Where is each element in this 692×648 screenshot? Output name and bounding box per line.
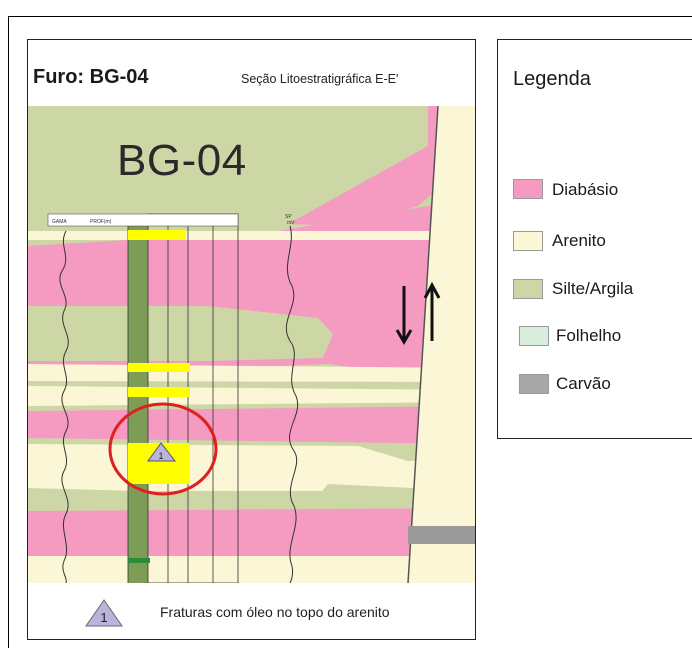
well-big-label: BG-04	[117, 136, 247, 185]
cross-section-diagram: GAMA PROF(m) SP mV 1	[28, 106, 475, 583]
fault-arrow-up	[423, 281, 441, 341]
diabasio-upper-right	[288, 106, 475, 226]
footnote-marker-icon: 1	[85, 599, 123, 627]
outer-frame	[8, 16, 692, 648]
legend-label-folhelho: Folhelho	[556, 326, 622, 345]
track-header-mv: mV	[287, 220, 295, 226]
fault-line	[407, 106, 439, 583]
silte-lower	[28, 491, 475, 511]
legend-swatch-diabasio	[513, 179, 543, 199]
carvao-bed	[408, 526, 475, 544]
sp-log-curve	[285, 225, 299, 583]
yellow-band-mid-1	[128, 363, 190, 372]
arenito-bottom	[28, 556, 475, 583]
svg-text:1: 1	[100, 610, 107, 625]
legend-swatch-silte	[513, 279, 543, 299]
fault-block-arenito	[408, 106, 475, 583]
green-dark-tick	[128, 558, 150, 563]
well-title: Furo: BG-04	[33, 66, 149, 88]
legend-swatch-carvao	[519, 374, 549, 394]
track-header-sp: SP	[285, 214, 292, 220]
yellow-band-mid-2	[128, 387, 190, 397]
track-header-prof: PROF(m)	[90, 219, 112, 225]
well-column-green	[128, 214, 148, 583]
legend-swatch-arenito	[513, 231, 543, 251]
legend-title: Legenda	[513, 68, 591, 90]
legend-label-arenito: Arenito	[552, 231, 606, 250]
track-header-row	[47, 213, 239, 227]
section-subtitle: Seção Litoestratigráfica E-E'	[241, 72, 399, 86]
silte-wedge	[28, 306, 333, 361]
fracture-marker-number: 1	[158, 451, 163, 461]
legend-label-silte: Silte/Argila	[552, 279, 634, 298]
diabasio-bottom	[28, 508, 475, 556]
track-header-gama: GAMA	[52, 219, 67, 225]
diabasio-lower	[28, 406, 475, 444]
yellow-band-top	[128, 230, 186, 240]
footnote-text: Fraturas com óleo no topo do arenito	[160, 604, 390, 620]
fault-arrow-down	[395, 286, 413, 345]
marker-ring	[108, 402, 218, 496]
gamma-log-curve	[59, 230, 69, 583]
legend-label-diabasio: Diabásio	[552, 180, 619, 199]
fracture-marker-triangle	[147, 442, 177, 462]
legend-label-carvao: Carvão	[556, 374, 611, 393]
legend-swatch-folhelho	[519, 326, 549, 346]
arenito-upper	[28, 231, 475, 240]
